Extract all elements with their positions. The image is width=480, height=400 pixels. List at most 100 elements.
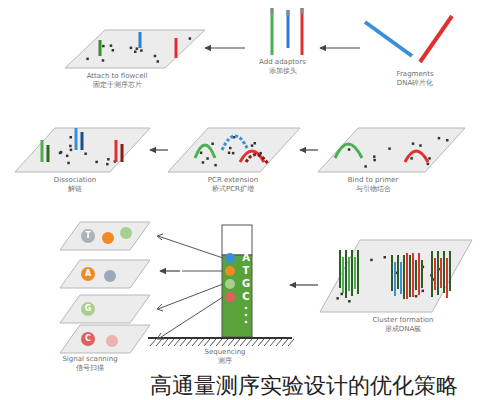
signal-dot	[81, 267, 95, 281]
cluster-strand	[357, 250, 359, 294]
hatch-stroke	[162, 339, 168, 346]
cluster-strand	[397, 255, 399, 289]
primer-dot	[251, 144, 254, 147]
primer-dot	[214, 164, 217, 167]
step-name-chinese: 测序	[185, 357, 265, 366]
step-name: Cluster formation	[358, 316, 448, 325]
scan-arrow	[158, 284, 223, 309]
fragment	[365, 22, 412, 56]
flowcell-panel	[65, 30, 205, 68]
step-panel: Bind to primer与引物结合	[318, 112, 465, 206]
primer-dot	[422, 290, 425, 293]
step-panel: Signal scanning信号扫描	[50, 214, 160, 382]
hatch-stroke	[222, 339, 228, 346]
hatch-stroke	[258, 339, 264, 346]
step-panel: FragmentsDNA碎片化	[360, 8, 455, 96]
flow-arrow	[160, 270, 180, 271]
primer-dot	[232, 152, 235, 155]
primer-dot	[211, 143, 214, 146]
signal-dot	[120, 227, 132, 239]
hatch-stroke	[282, 339, 288, 346]
signal-dot	[102, 232, 114, 244]
base-letter: G	[242, 279, 250, 289]
hatch-stroke	[234, 339, 240, 346]
flow-arrow	[150, 149, 168, 150]
cluster-strand	[434, 258, 436, 290]
primer-dot	[84, 153, 87, 156]
cluster-strand	[406, 253, 408, 299]
base-hatching	[150, 339, 294, 346]
signal-dot	[81, 302, 95, 316]
strand	[41, 140, 44, 162]
signal-letter: G	[85, 305, 92, 313]
signal-dot	[106, 335, 118, 347]
step-name-chinese: 与引物结合	[328, 185, 418, 194]
primer-dot	[228, 152, 231, 155]
column-top	[222, 225, 252, 255]
flow-arrow	[300, 149, 318, 150]
signal-dot	[81, 332, 95, 346]
cluster-strand	[440, 258, 442, 288]
strand	[121, 144, 124, 162]
primer-dot	[206, 157, 209, 160]
hatch-stroke	[228, 339, 234, 346]
step-label: Cluster formation形成DNA簇	[358, 316, 448, 334]
hatch-stroke	[186, 339, 192, 346]
base-dot	[225, 292, 235, 302]
signal-dot	[81, 229, 95, 243]
bridge	[240, 151, 264, 162]
step-label: Attach to flowcell固定于测序芯片	[72, 72, 162, 90]
signal-dots	[81, 227, 132, 347]
primer-dot	[412, 142, 415, 145]
step-label: FragmentsDNA碎片化	[375, 70, 455, 88]
step-label: PCR extension桥式PCR扩增	[188, 176, 278, 194]
step-label: Bind to primer与引物结合	[328, 176, 418, 194]
hatch-stroke	[198, 339, 204, 346]
step-label: Add adaptors添加接头	[245, 58, 320, 76]
cluster-strand	[418, 253, 420, 295]
base-letter: C	[242, 292, 249, 302]
flowcell-panel	[320, 240, 472, 312]
step-label: Sequencing测序	[185, 348, 265, 366]
primer-dot	[70, 149, 73, 152]
hatch-stroke	[276, 339, 282, 346]
strand	[99, 40, 102, 56]
cluster-strand	[449, 251, 451, 291]
ellipsis-dot	[245, 321, 248, 324]
primer-dot	[348, 300, 351, 303]
flowcell-panel	[168, 128, 300, 172]
scan-plane	[60, 295, 150, 323]
cluster-strand	[403, 260, 405, 294]
primer-dot	[60, 151, 63, 154]
cluster-strand	[354, 257, 356, 289]
cluster-strand	[415, 260, 417, 290]
caption: 高通量测序实验设计的优化策略	[150, 371, 458, 400]
primer-dot	[67, 162, 70, 165]
step-name: Signal scanning	[50, 355, 130, 364]
base-letter: T	[243, 266, 250, 276]
primer-dot	[157, 60, 160, 63]
primer-dot	[70, 136, 73, 139]
scan-plane	[60, 260, 150, 288]
cluster-strand	[409, 260, 411, 292]
primer-dot	[388, 147, 391, 150]
hatch-stroke	[180, 339, 186, 346]
cluster-strand	[412, 253, 414, 297]
ellipsis-dot	[245, 307, 248, 310]
primer-dot	[373, 159, 376, 162]
primer-dot	[66, 155, 69, 158]
step-name: Attach to flowcell	[72, 72, 162, 81]
hatch-stroke	[150, 339, 156, 346]
scan-arrow	[182, 271, 223, 272]
primer-dot	[384, 256, 387, 259]
flow-arrow	[320, 47, 360, 48]
flowcell-panel	[15, 128, 150, 172]
hatch-stroke	[270, 339, 276, 346]
bridge	[335, 144, 362, 158]
step-panel: Add adaptors添加接头	[245, 4, 320, 88]
hatch-stroke	[216, 339, 222, 346]
bridge	[222, 136, 248, 150]
primer-dot	[189, 37, 192, 40]
strand	[175, 38, 178, 58]
cluster-strand	[391, 255, 393, 291]
